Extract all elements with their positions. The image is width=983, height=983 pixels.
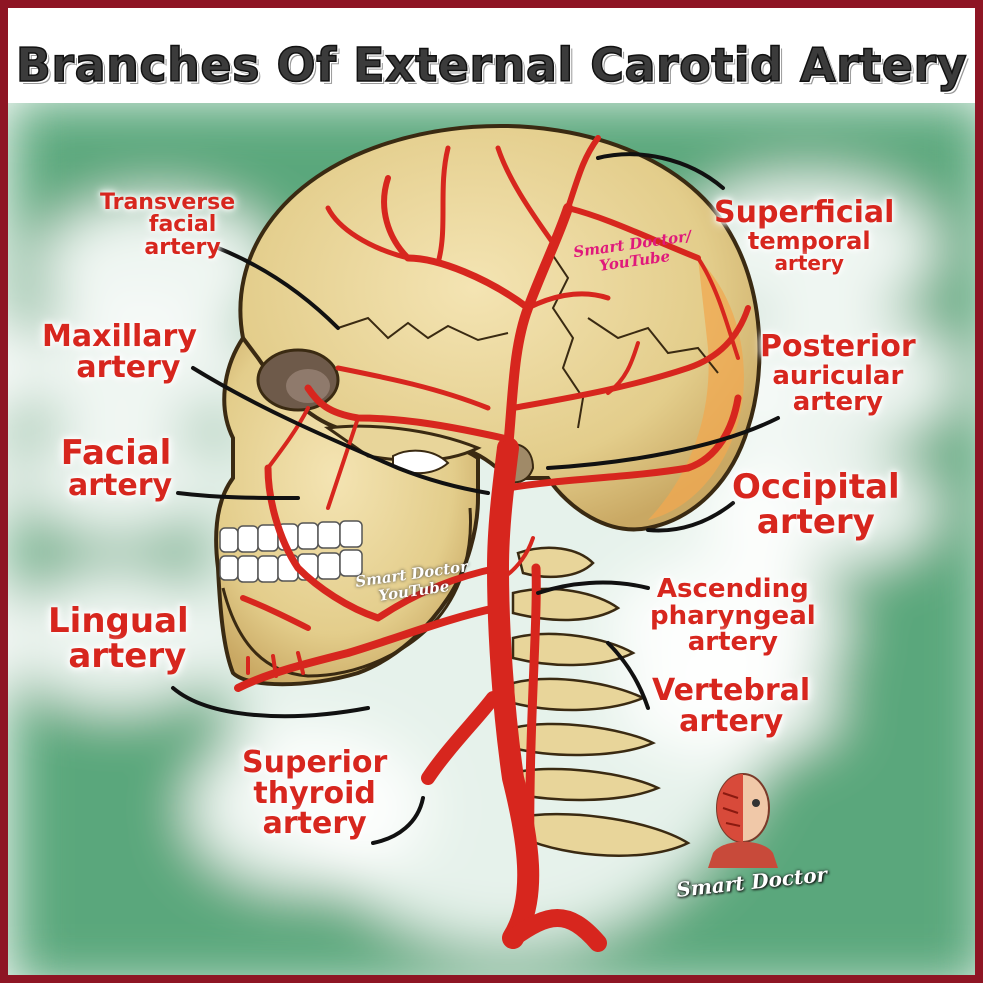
label-ascending-pharyngeal-artery: Ascending pharyngeal artery <box>650 574 816 658</box>
label-posterior-auricular-artery: Posterior auricular artery <box>760 329 916 418</box>
label-leader-lines <box>171 152 780 845</box>
label-vertebral-artery: Vertebral artery <box>652 673 811 739</box>
label-facial-artery: Facial artery <box>60 433 173 503</box>
label-superior-thyroid-artery: Superior thyroid artery <box>242 745 388 842</box>
label-occipital-artery: Occipital artery <box>732 467 900 542</box>
page-title: Branches Of External Carotid Artery <box>15 37 968 93</box>
anatomy-illustration <box>8 8 975 975</box>
label-lingual-artery: Lingual artery <box>48 601 189 676</box>
label-maxillary-artery: Maxillary artery <box>42 319 197 385</box>
label-transverse-facial-artery: Transverse facial artery <box>100 190 236 260</box>
label-superficial-temporal-artery: Superficial temporal artery <box>714 195 895 276</box>
anatomy-head-logo-icon <box>708 773 778 868</box>
